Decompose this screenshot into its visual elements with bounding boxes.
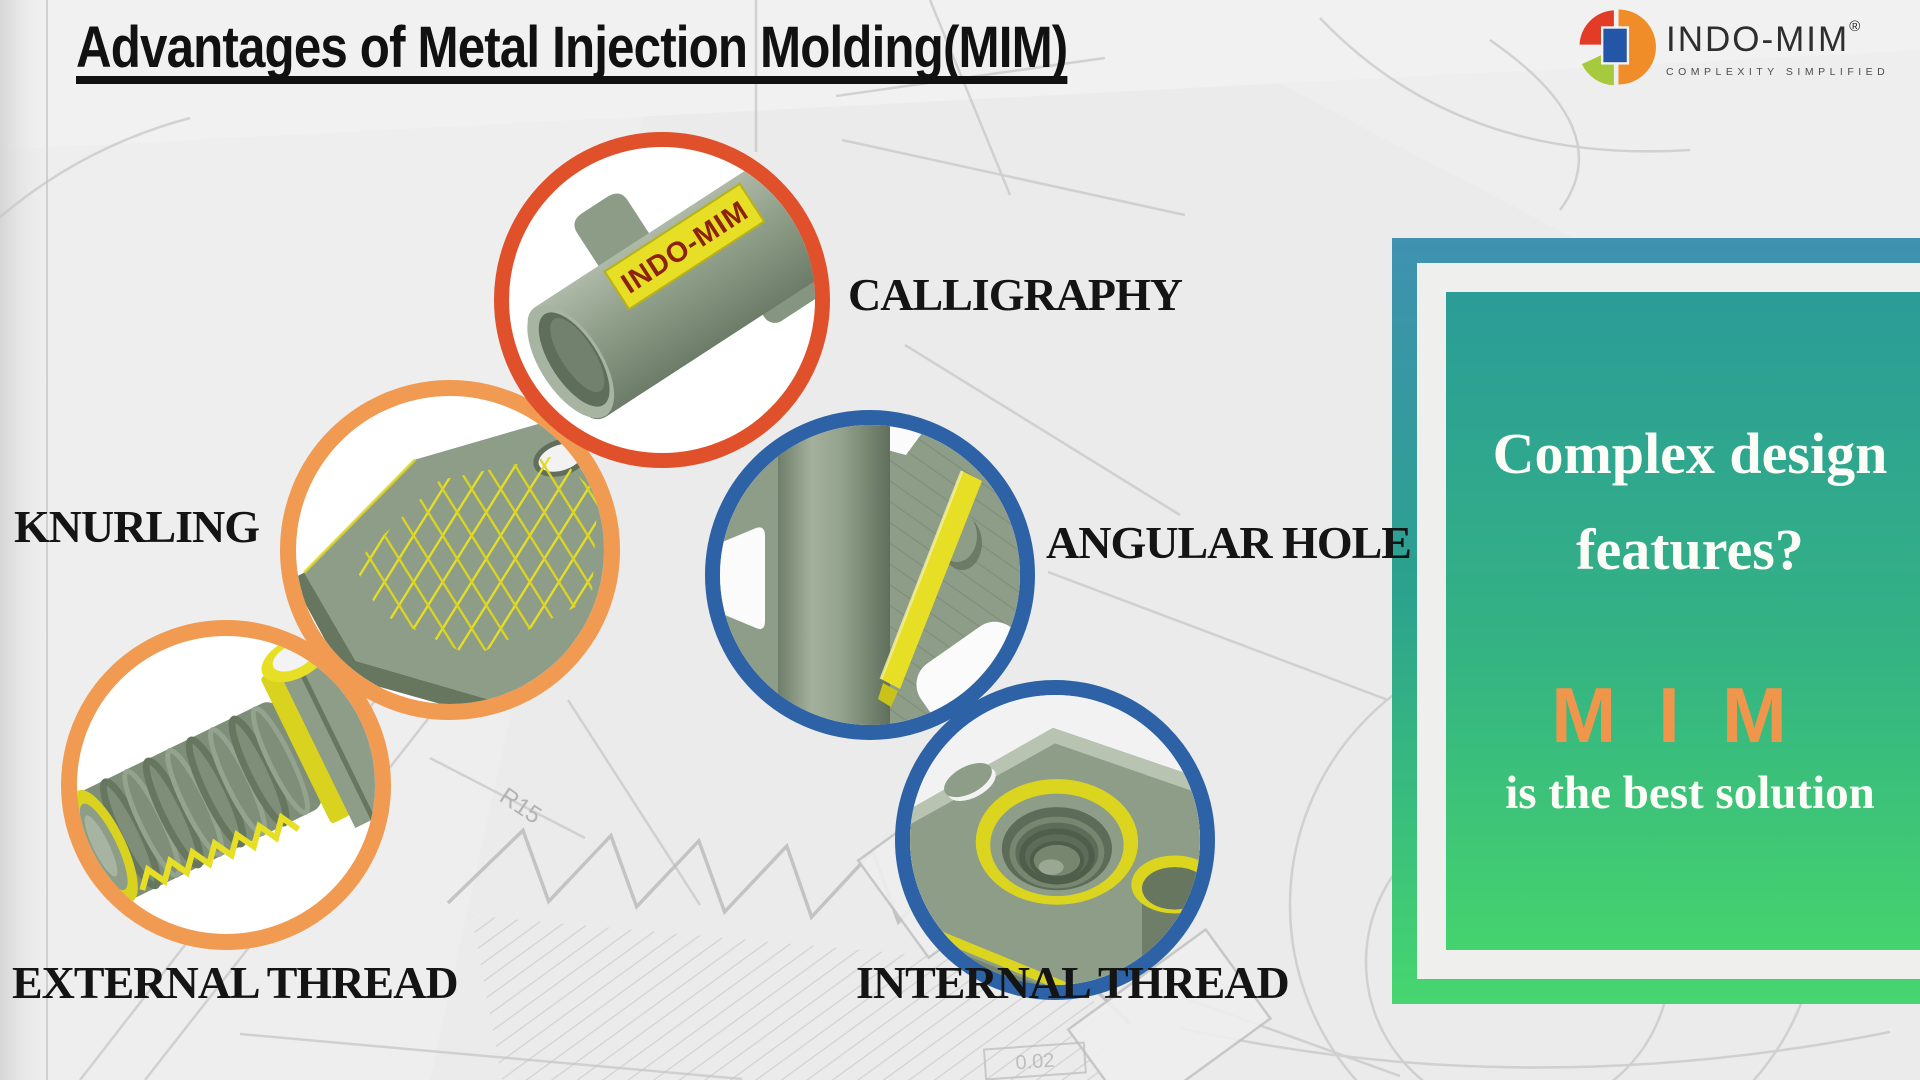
logo-text-block: INDO-MIM® COMPLEXITY SIMPLIFIED [1666,18,1890,78]
logo-name: INDO-MIM® [1666,18,1889,60]
feature-circle-calligraphy: INDO-MIM [494,132,830,468]
feature-circle-internal-thread [895,680,1215,1000]
angular-hole-part-image [720,425,1020,725]
feature-circle-angular-hole [705,410,1035,740]
calligraphy-part-image: INDO-MIM [527,155,815,420]
label-angular-hole: ANGULAR HOLE [1046,517,1412,568]
dim-tolerance-text: 0.02 [1015,1050,1055,1075]
dim-tolerance-box: 0.02 [982,1041,1087,1080]
logo-wordmark: INDO-MIM [1666,20,1850,59]
indo-mim-logo-icon [1579,9,1656,86]
cta-question-line2: features? [1576,517,1804,582]
indo-mim-logo: INDO-MIM® COMPLEXITY SIMPLIFIED [1578,8,1889,86]
label-knurling: KNURLING [14,501,260,552]
cta-panel: Complex design features? MIM is the best… [1446,292,1920,950]
internal-thread-part-image [910,695,1200,985]
label-external-thread: EXTERNAL THREAD [12,957,459,1008]
external-thread-part-image [77,636,375,903]
label-internal-thread: INTERNAL THREAD [856,957,1290,1008]
cta-question-line1: Complex design [1492,421,1888,486]
page-title: Advantages of Metal Injection Molding(MI… [76,15,1068,80]
dim-r15-text: R15 [495,783,547,830]
cta-mim-highlight: MIM [1551,671,1829,759]
knurling-part-image [296,422,604,704]
cta-answer: is the best solution [1505,767,1875,819]
cta-panel-frame: Complex design features? MIM is the best… [1392,238,1920,1004]
label-calligraphy: CALLIGRAPHY [848,269,1183,320]
feature-circle-external-thread [61,620,391,950]
logo-tagline: COMPLEXITY SIMPLIFIED [1666,66,1890,78]
registered-mark: ® [1849,18,1863,35]
